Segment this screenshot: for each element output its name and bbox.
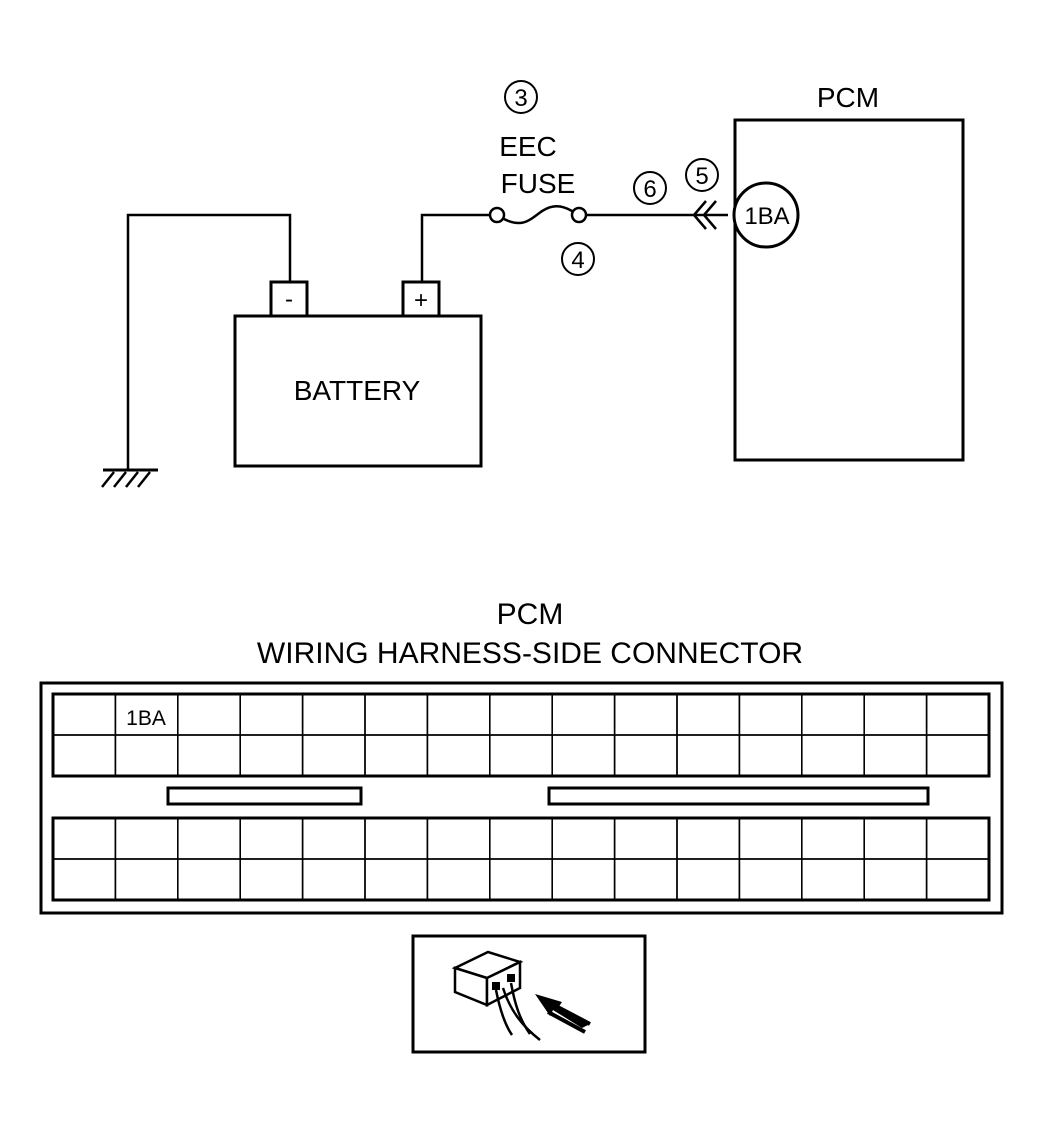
lower-pin-grid bbox=[51, 816, 991, 902]
pin-cavity bbox=[613, 817, 678, 860]
ground-wire bbox=[126, 213, 292, 470]
pin-cavity bbox=[301, 858, 366, 901]
pin-cavity bbox=[676, 734, 741, 777]
pin-cavity bbox=[551, 693, 616, 736]
pin-cavity bbox=[738, 858, 803, 901]
pin-cavity bbox=[239, 817, 304, 860]
pin-cavity bbox=[52, 734, 117, 777]
battery-negative-terminal bbox=[269, 280, 309, 318]
pin-cavity bbox=[925, 693, 990, 736]
pin-cavity bbox=[925, 817, 990, 860]
pin-cavity bbox=[426, 817, 491, 860]
pin-cavity bbox=[801, 693, 865, 736]
battery-label: BATTERY bbox=[294, 375, 421, 406]
pcm-module: PCM 1BA bbox=[732, 82, 965, 462]
pin-cavity bbox=[613, 734, 678, 777]
highlighted-pin-label: 1BA bbox=[126, 707, 166, 730]
pin-cavity bbox=[177, 858, 241, 901]
pin-cavity bbox=[301, 693, 366, 736]
pin-cavity bbox=[364, 817, 429, 860]
pin-cavity bbox=[738, 817, 803, 860]
fuse-label-line2: FUSE bbox=[501, 168, 576, 199]
pin-cavity bbox=[863, 858, 928, 901]
pin-cavity bbox=[738, 734, 803, 777]
pin-cavity bbox=[925, 734, 990, 777]
pcm-terminal-label: 1BA bbox=[744, 203, 789, 230]
connector-face: 1BA bbox=[39, 681, 1004, 915]
pin-cavity bbox=[239, 693, 304, 736]
pin-cavity bbox=[364, 693, 429, 736]
pin-cavity bbox=[738, 693, 803, 736]
pin-cavity bbox=[114, 734, 179, 777]
battery: - + BATTERY bbox=[233, 280, 483, 468]
connector-chevron-icon bbox=[692, 200, 717, 230]
pin-cavity bbox=[676, 817, 741, 860]
pin-cavity bbox=[925, 858, 990, 901]
pin-cavity bbox=[613, 858, 678, 901]
pin-cavity bbox=[301, 817, 366, 860]
pin-cavity bbox=[239, 734, 304, 777]
pin-cavity bbox=[489, 734, 553, 777]
pin-cavity bbox=[863, 693, 928, 736]
pin-cavity bbox=[613, 693, 678, 736]
pin-cavity bbox=[801, 858, 865, 901]
pin-cavity bbox=[364, 858, 429, 901]
connector-title-line1: PCM bbox=[497, 598, 564, 631]
fuse-out-callout-number: 4 bbox=[571, 247, 584, 274]
pin-cavity bbox=[676, 693, 741, 736]
pin-cavity bbox=[426, 693, 491, 736]
pin-cavity bbox=[489, 858, 553, 901]
pin-cavity bbox=[863, 817, 928, 860]
pin-cavity bbox=[801, 734, 865, 777]
pcm-label: PCM bbox=[817, 82, 879, 113]
pin-cavity bbox=[177, 693, 241, 736]
connector-title-line2: WIRING HARNESS-SIDE CONNECTOR bbox=[257, 637, 803, 670]
pin-cavity bbox=[551, 734, 616, 777]
wire-callout-number: 6 bbox=[643, 176, 656, 203]
upper-pin-grid bbox=[51, 692, 991, 778]
pin-cavity bbox=[676, 858, 741, 901]
chassis-ground-icon bbox=[101, 468, 158, 488]
connector-key-left bbox=[166, 786, 363, 806]
battery-pos-label: + bbox=[414, 287, 428, 314]
fuse-symbol-icon bbox=[488, 205, 588, 225]
pin-cavity bbox=[426, 734, 491, 777]
pin-cavity bbox=[114, 858, 179, 901]
pin-cavity bbox=[426, 858, 491, 901]
terminal-callout-number: 5 bbox=[695, 163, 708, 190]
pin-cavity bbox=[489, 817, 553, 860]
pin-cavity bbox=[177, 817, 241, 860]
pin-cavity bbox=[52, 817, 117, 860]
pin-cavity bbox=[114, 817, 179, 860]
pin-cavity bbox=[551, 858, 616, 901]
pin-cavity bbox=[863, 734, 928, 777]
pin-cavity bbox=[52, 858, 117, 901]
pin-cavity bbox=[489, 693, 553, 736]
fuse-labels: 3 EEC FUSE 4 6 5 bbox=[499, 80, 719, 276]
pin-cavity bbox=[301, 734, 366, 777]
connector-key-right bbox=[547, 786, 930, 806]
pin-cavity bbox=[551, 817, 616, 860]
harness-connector-view-icon bbox=[411, 934, 647, 1054]
pin-cavity bbox=[177, 734, 241, 777]
fuse-callout-number: 3 bbox=[514, 85, 527, 112]
pin-cavity bbox=[239, 858, 304, 901]
pin-cavity bbox=[364, 734, 429, 777]
fuse-label-line1: EEC bbox=[499, 131, 557, 162]
battery-neg-label: - bbox=[285, 286, 293, 313]
pin-cavity bbox=[801, 817, 865, 860]
pin-cavity bbox=[52, 693, 117, 736]
